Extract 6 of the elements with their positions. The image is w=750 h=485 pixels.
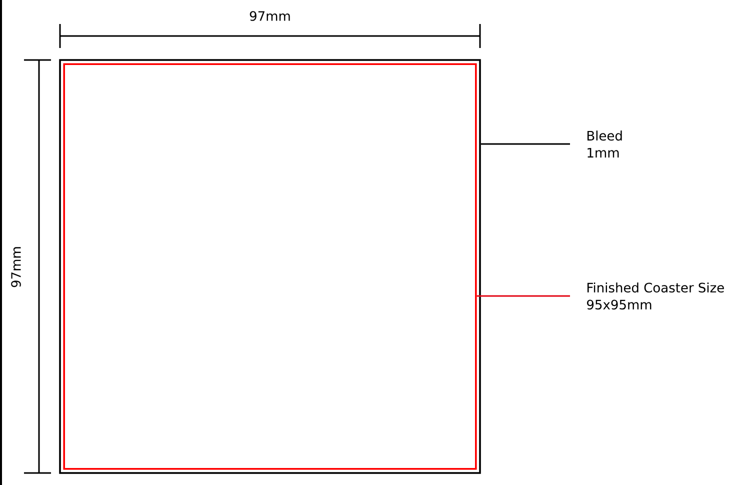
dimension-label: 97mm [11,247,21,288]
leader-line [480,143,570,145]
dimension-label: 97mm [250,11,290,21]
callout-text: Bleed 1mm [587,130,622,158]
callout-text: Finished Coaster Size 95x95mm [587,282,724,310]
leader-line [476,295,570,297]
